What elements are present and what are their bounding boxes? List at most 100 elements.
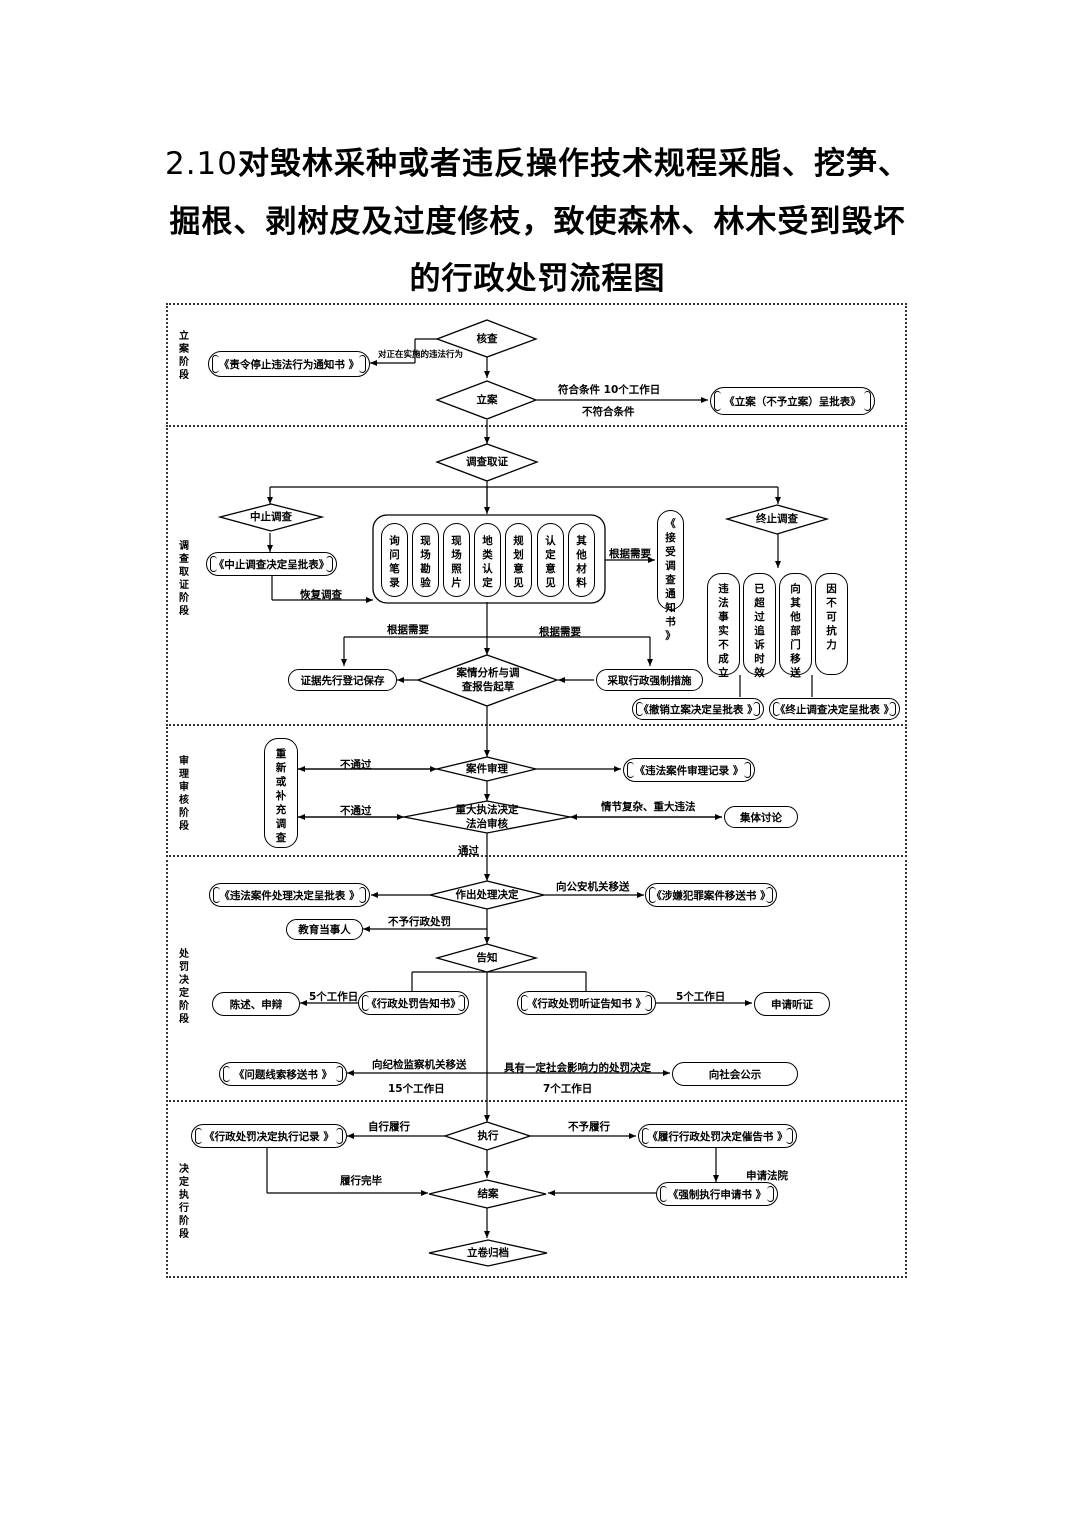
coercive-measures-box: 采取行政强制措施 — [596, 669, 703, 691]
decision-label: 作出处理决定 — [455, 889, 519, 901]
edge-resume: 恢复调查 — [300, 589, 342, 601]
edge-not-perform: 不予履行 — [568, 1121, 610, 1133]
diamond-case-review — [436, 756, 537, 782]
edge-ongoing: 对正在实施的违法行为 — [378, 350, 464, 360]
edge-no-penalty: 不予行政处罚 — [388, 916, 451, 928]
exec-record-doc: 《行政处罚决定执行记录 》 — [191, 1124, 347, 1148]
edge-not-meets: 不符合条件 — [582, 406, 635, 418]
termination-reason-text: 违法事实不成立 — [718, 583, 729, 679]
legal-review-label: 重大执法决定法治审核 — [404, 803, 570, 831]
notify-label: 告知 — [476, 952, 498, 964]
collective-discussion-box: 集体讨论 — [724, 806, 798, 828]
termination-reason-text: 向其他部门移送 — [790, 583, 801, 679]
diamond-investigate — [435, 443, 539, 482]
hearing-notice-doc: 《行政处罚听证告知书 》 — [517, 991, 656, 1015]
statement-box: 陈述、申辩 — [212, 992, 300, 1016]
evidence-item-text: 询问笔录 — [389, 535, 400, 589]
accept-notice-doc: 《接受调查通知书》 — [657, 510, 684, 642]
evidence-item: 现场照片 — [443, 523, 470, 597]
edge-court: 申请法院 — [746, 1170, 788, 1182]
evidence-item: 地类认定 — [474, 523, 501, 597]
case-review-label: 案件审理 — [466, 763, 508, 775]
edge-as-needed-3: 根据需要 — [539, 626, 581, 638]
evidence-item: 现场勘验 — [412, 523, 439, 597]
diamond-suspend — [217, 503, 325, 532]
urge-notice-doc: 《履行行政处罚决定催告书 》 — [638, 1124, 797, 1148]
analysis-line1: 案情分析与调 — [456, 667, 520, 679]
diamond-file-case — [435, 380, 538, 420]
evidence-item-text: 地类认定 — [482, 535, 493, 589]
file-case-label: 立案 — [476, 394, 498, 406]
title-number: 2.10 — [164, 146, 239, 182]
edge-pass: 通过 — [458, 845, 479, 857]
handling-form-doc: 《违法案件处理决定呈批表 》 — [209, 883, 370, 907]
legal-line2: 法治审核 — [466, 818, 508, 830]
diamond-terminate — [724, 504, 830, 535]
termination-reason-text: 已超过追诉时效 — [754, 583, 765, 679]
edge-complex: 情节复杂、重大违法 — [601, 801, 696, 813]
termination-reason-text: 因不可抗力 — [826, 583, 837, 651]
page-title-line3: 的行政处罚流程图 — [409, 261, 666, 297]
evidence-group-frame — [372, 514, 606, 604]
page-title-line1: 2.10对毁林采种或者违反操作技术规程采脂、挖笋、 — [0, 138, 1075, 183]
order-stop-doc: 《责令停止违法行为通知书 》 — [208, 351, 370, 377]
edge-meets: 符合条件 10个工作日 — [558, 384, 661, 396]
termination-reason: 违法事实不成立 — [707, 573, 740, 679]
accept-notice-text: 《接受调查通知书》 — [665, 518, 676, 642]
reinvestigate-box: 重新或补充调查 — [264, 738, 298, 848]
lane-label-investigation: 调查取证阶段 — [179, 541, 189, 617]
review-record-doc: 《违法案件审理记录 》 — [623, 758, 755, 782]
lane-label-execution: 决定执行阶段 — [179, 1164, 189, 1240]
analysis-label: 案情分析与调查报告起草 — [418, 666, 558, 694]
edge-as-needed-1: 根据需要 — [609, 548, 651, 560]
edge-days5-a: 5个工作日 — [309, 991, 359, 1003]
diamond-decision — [429, 880, 545, 910]
title-text-1: 对毁林采种或者违反操作技术规程采脂、挖笋、 — [238, 146, 911, 182]
lane-label-review: 审理审核阶段 — [179, 756, 189, 832]
evidence-item-text: 其他材料 — [576, 535, 587, 589]
lane-execution — [166, 1100, 907, 1278]
page-title-line2: 掘根、剥树皮及过度修枝，致使森林、林木受到毁坏 — [169, 204, 906, 240]
evidence-item: 询问笔录 — [381, 523, 408, 597]
diamond-archive — [428, 1239, 548, 1267]
evidence-preserve-box: 证据先行登记保存 — [288, 669, 397, 691]
verify-label: 核查 — [476, 333, 498, 345]
edge-self-perform: 自行履行 — [368, 1121, 410, 1133]
termination-reason: 已超过追诉时效 — [743, 573, 776, 679]
diamond-execute — [442, 1121, 533, 1151]
diamond-verify — [435, 319, 538, 358]
diamond-analysis — [416, 654, 559, 707]
filing-form-doc: 《立案（不予立案）呈批表》 — [710, 387, 875, 415]
penalty-notice-doc: 《行政处罚告知书》 — [358, 991, 469, 1015]
lane-label-decision: 处罚决定阶段 — [179, 949, 189, 1025]
court-apply-doc: 《强制执行申请书 》 — [656, 1182, 778, 1206]
close-label: 结案 — [477, 1188, 499, 1200]
edge-days5-b: 5个工作日 — [676, 991, 726, 1003]
termination-reason: 因不可抗力 — [815, 573, 848, 675]
legal-line1: 重大执法决定 — [455, 804, 519, 816]
evidence-item: 规划意见 — [505, 523, 532, 597]
evidence-item: 其他材料 — [568, 523, 595, 597]
suspend-form-doc: 《中止调查决定呈批表》 — [206, 552, 337, 576]
evidence-item-text: 认定意见 — [545, 535, 556, 589]
transfer-book-doc: 《涉嫌犯罪案件移送书 》 — [645, 883, 777, 907]
investigate-label: 调查取证 — [466, 456, 508, 468]
publicize-box: 向社会公示 — [672, 1062, 798, 1086]
edge-as-needed-2: 根据需要 — [387, 624, 429, 636]
lane-label-filing: 立案阶段 — [179, 331, 189, 381]
edge-to-discipline: 向纪检监察机关移送 — [372, 1059, 467, 1071]
terminate-label: 终止调查 — [756, 513, 798, 525]
reinvestigate-text: 重新或补充调查 — [275, 748, 287, 844]
diamond-notify — [434, 943, 539, 973]
edge-days7: 7个工作日 — [543, 1083, 593, 1095]
clue-transfer-doc: 《问题线索移送书 》 — [219, 1062, 347, 1086]
diamond-close — [428, 1179, 547, 1209]
execute-label: 执行 — [477, 1130, 499, 1142]
educate-party-box: 教育当事人 — [286, 919, 363, 940]
revoke-form-doc: 《撤销立案决定呈批表 》 — [632, 698, 764, 720]
analysis-line2: 查报告起草 — [461, 681, 515, 693]
edge-fail-2: 不通过 — [340, 805, 372, 817]
edge-to-police: 向公安机关移送 — [556, 881, 630, 893]
archive-label: 立卷归档 — [467, 1247, 509, 1259]
evidence-item: 认定意见 — [537, 523, 564, 597]
